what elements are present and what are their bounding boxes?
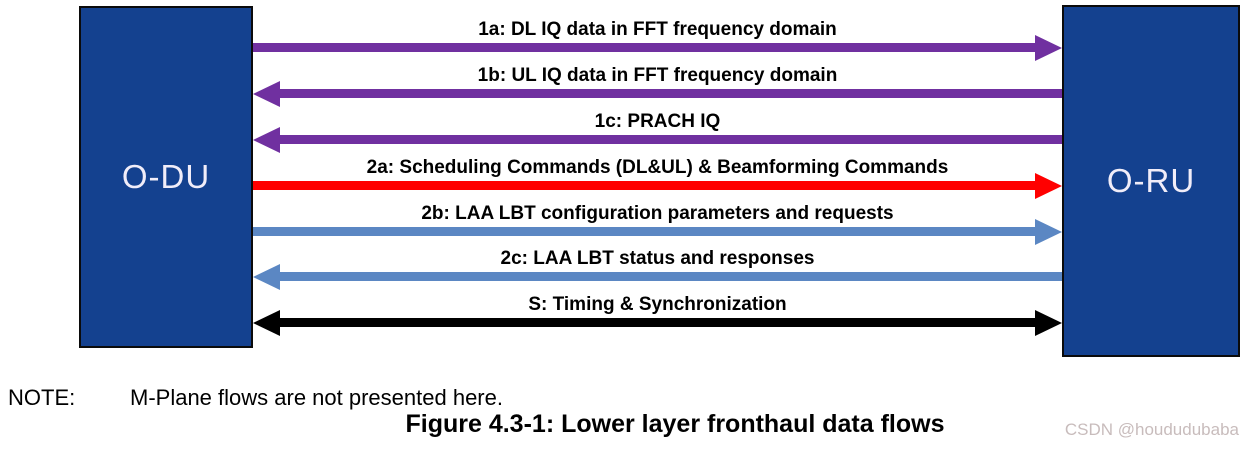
- arrow-shaft: [273, 135, 1062, 144]
- flow-label-1c: 1c: PRACH IQ: [594, 111, 721, 132]
- arrow-head-right-icon: [1035, 219, 1062, 245]
- note-text: M-Plane flows are not presented here.: [130, 385, 503, 410]
- flow-label-2b: 2b: LAA LBT configuration parameters and…: [421, 203, 894, 224]
- arrow-head-left-icon: [253, 310, 280, 336]
- arrow-head-left-icon: [253, 127, 280, 153]
- flow-arrow-1a: [253, 35, 1062, 61]
- flow-label-1b: 1b: UL IQ data in FFT frequency domain: [477, 65, 838, 86]
- arrow-shaft: [253, 43, 1042, 52]
- watermark: CSDN @hoududubaba: [1064, 420, 1239, 439]
- arrow-head-right-icon: [1035, 173, 1062, 199]
- flow-label-1a: 1a: DL IQ data in FFT frequency domain: [478, 19, 837, 40]
- oru-box: O-RU: [1062, 5, 1240, 357]
- arrow-head-right-icon: [1035, 310, 1062, 336]
- flow-arrow-2a: [253, 173, 1062, 199]
- arrow-shaft: [253, 227, 1042, 236]
- flow-label-s: S: Timing & Synchronization: [528, 294, 787, 315]
- note-label: NOTE:: [8, 385, 76, 410]
- arrow-head-left-icon: [253, 264, 280, 290]
- flow-arrow-2c: [253, 264, 1062, 290]
- arrow-shaft: [273, 272, 1062, 281]
- odu-label: O-DU: [121, 158, 211, 195]
- arrow-shaft: [273, 89, 1062, 98]
- arrow-head-left-icon: [253, 81, 280, 107]
- odu-box: O-DU: [79, 6, 253, 348]
- note-row: NOTE: M-Plane flows are not presented he…: [0, 385, 1245, 413]
- flow-arrow-s: [253, 310, 1062, 336]
- flow-arrow-1c: [253, 127, 1062, 153]
- fronthaul-flow-diagram: O-DU O-RU 1a: DL IQ data in FFT frequenc…: [79, 5, 1240, 357]
- arrow-head-right-icon: [1035, 35, 1062, 61]
- figure-caption: Figure 4.3-1: Lower layer fronthaul data…: [405, 410, 945, 438]
- flow-label-2c: 2c: LAA LBT status and responses: [500, 248, 815, 269]
- flow-label-2a: 2a: Scheduling Commands (DL&UL) & Beamfo…: [366, 157, 949, 178]
- arrow-shaft: [273, 318, 1042, 327]
- oru-label: O-RU: [1106, 162, 1196, 199]
- flow-arrow-2b: [253, 219, 1062, 245]
- flow-arrow-1b: [253, 81, 1062, 107]
- arrow-shaft: [253, 181, 1042, 190]
